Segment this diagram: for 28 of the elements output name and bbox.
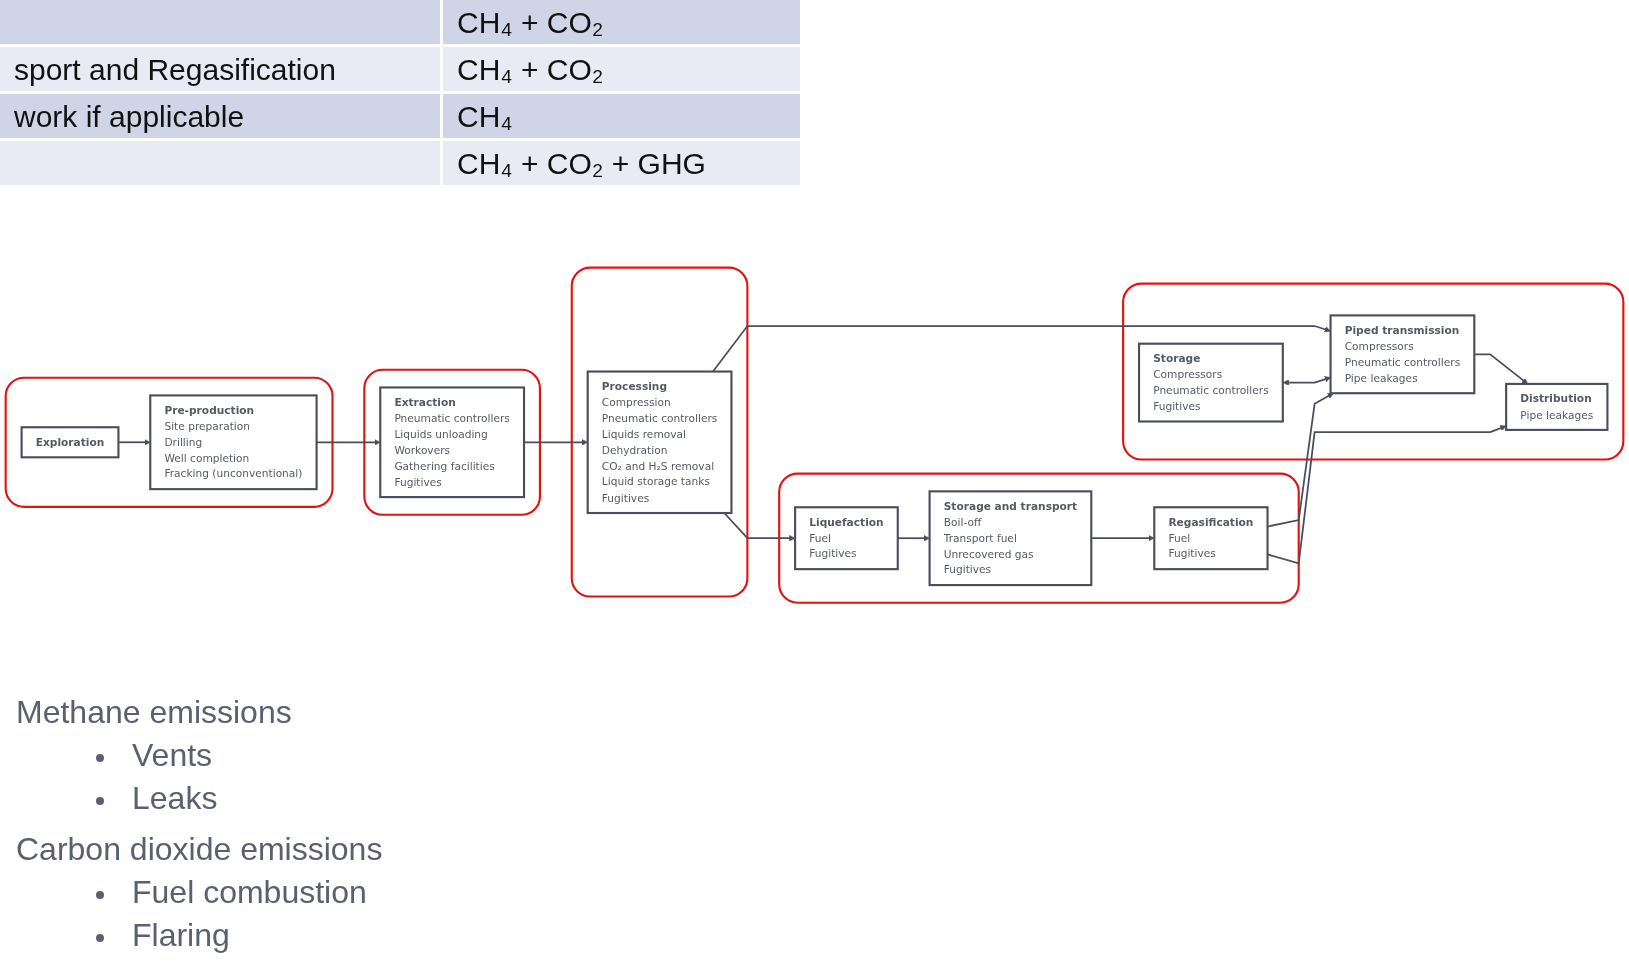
bullet-item: Vents (132, 737, 213, 774)
table-cell-text: work if applicable (14, 100, 245, 134)
node-box: Distribution Pipe leakages (1505, 382, 1609, 431)
node-box: Storage Compressors Pneumatic controllers Fugitives (1137, 342, 1284, 423)
cluster (1122, 282, 1625, 461)
node-box: Exploration (20, 426, 120, 459)
table-cell-text: CH₄ + CO₂ + GHG (457, 147, 706, 181)
table-cell-text: sport and Regasification (14, 53, 336, 87)
node-box: Liquefaction Fuel Fugitives (794, 506, 899, 570)
arrow (1282, 376, 1331, 386)
cluster (363, 368, 541, 516)
table-cell-text: CH₄ (457, 100, 513, 134)
cluster (778, 472, 1300, 604)
cluster (4, 376, 334, 508)
list-heading: Methane emissions (16, 694, 292, 731)
bullet-item: Leaks (132, 780, 218, 817)
node-box: Processing Compression Pneumatic controllers Liquids removal Dehydration CO₂ and H₂S removal Liquid storage tanks Fugitives (586, 370, 733, 514)
node-box: Pre-production Site preparation Drilling Well completion Fracking (unconventional) (149, 394, 318, 490)
node-box: Extraction Pneumatic controllers Liquids unloading Workovers Gathering facilities Fugitives (379, 386, 526, 498)
list-heading: Carbon dioxide emissions (16, 831, 383, 868)
bullet-item: Flaring (132, 917, 230, 954)
node-box: Piped transmission Compressors Pneumatic controllers Pipe leakages (1329, 314, 1476, 395)
bullet-item: Fuel combustion (132, 874, 367, 911)
table-cell-text: CH₄ + CO₂ (457, 6, 604, 40)
cluster (570, 266, 749, 598)
table-cell-text: CH₄ + CO₂ (457, 53, 604, 87)
node-box: Regasification Fuel Fugitives (1153, 506, 1269, 570)
node-box: Storage and transport Boil-off Transport fuel Unrecovered gas Fugitives (928, 490, 1093, 586)
